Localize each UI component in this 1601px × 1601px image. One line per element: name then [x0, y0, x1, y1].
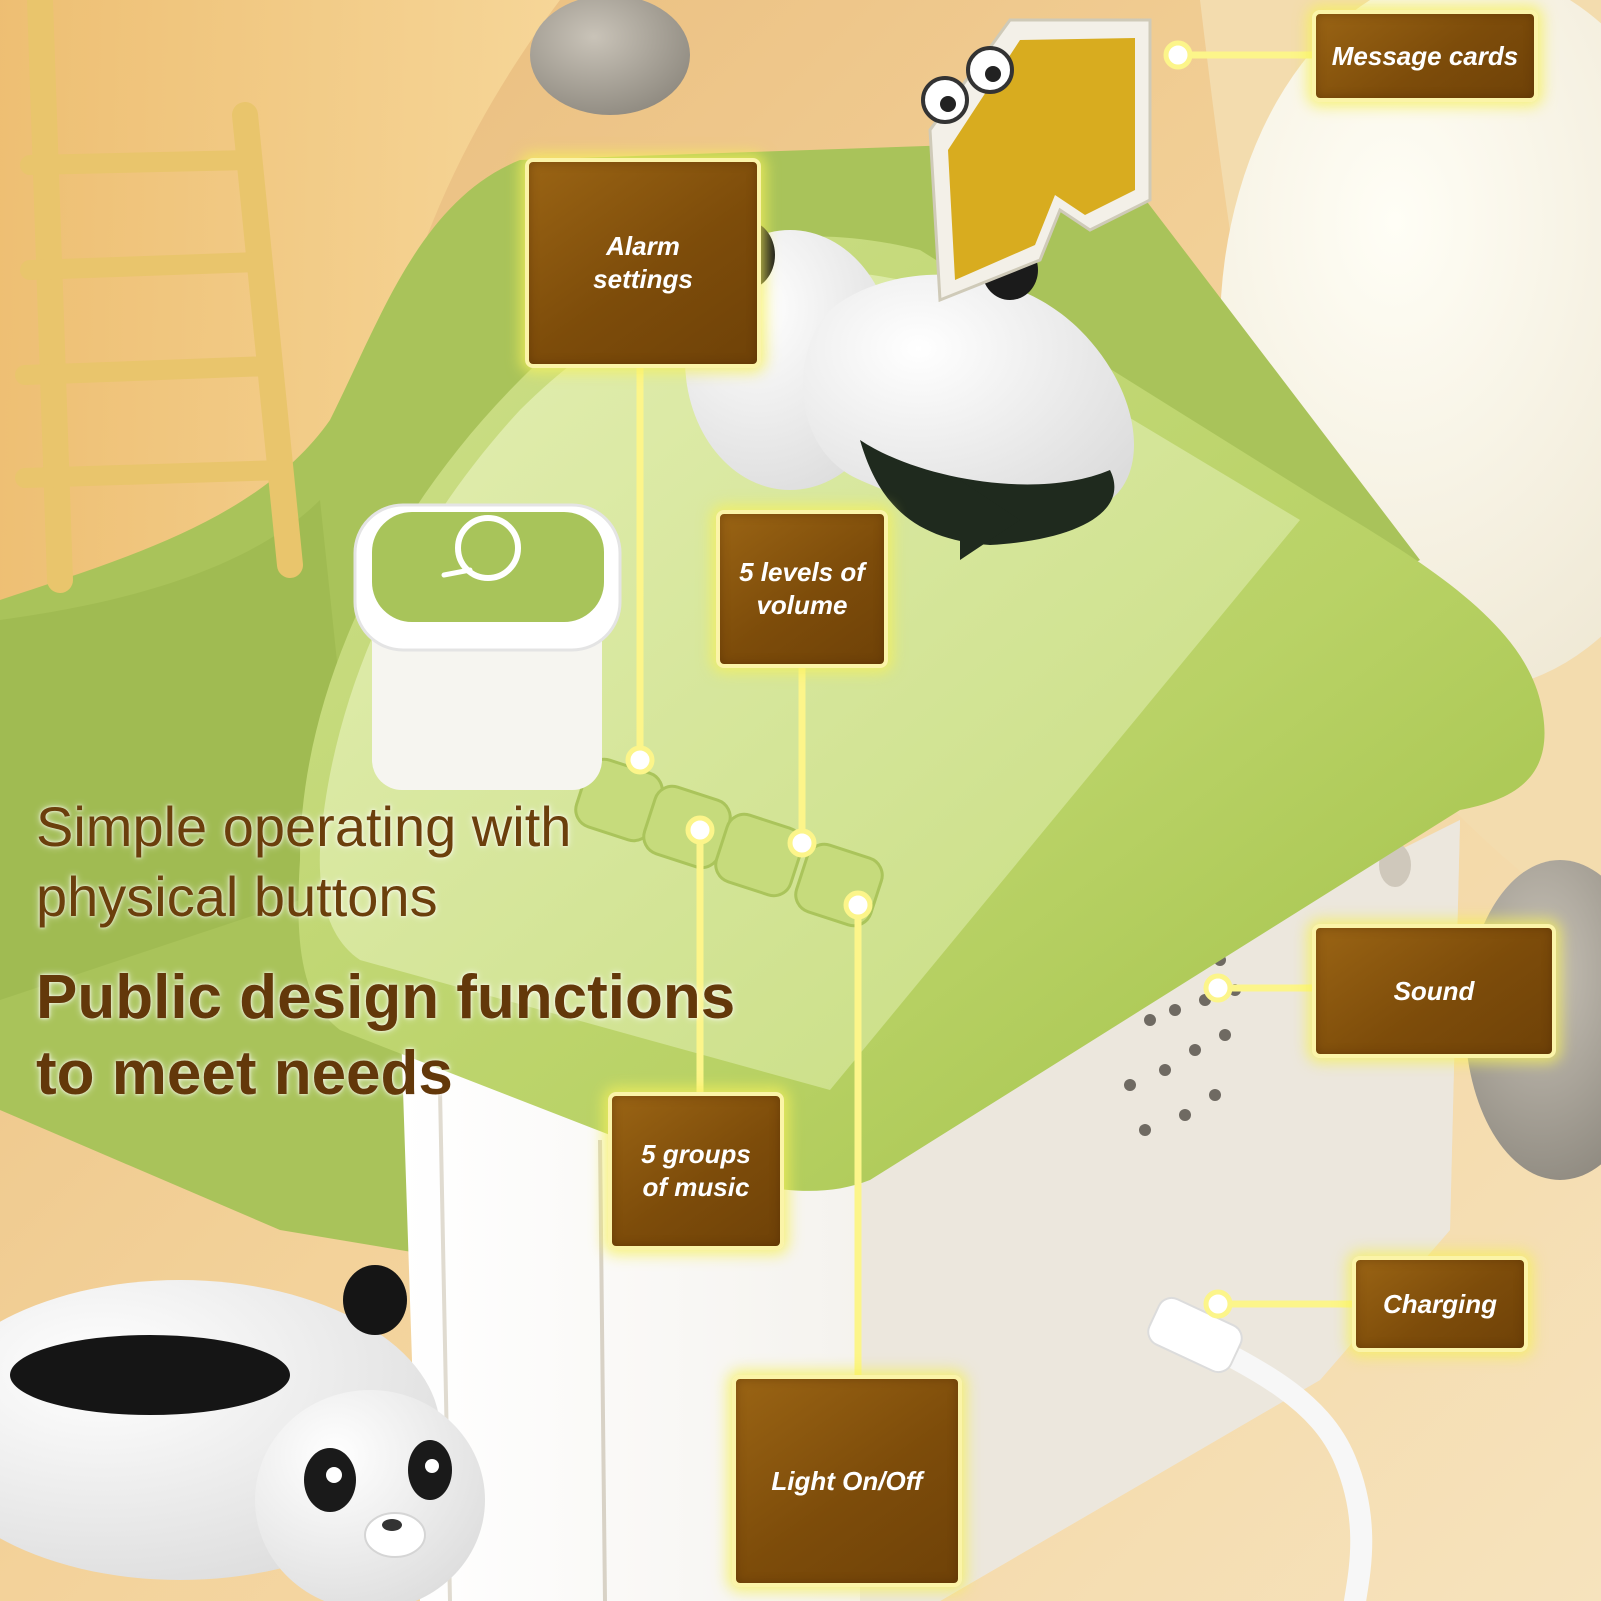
- device-body-side: [860, 820, 1460, 1601]
- callout-sound-text: Sound: [1393, 975, 1475, 1006]
- callout-alarm-settings: Alarm settings: [525, 158, 761, 368]
- callout-light-on-off: Light On/Off: [732, 1375, 962, 1587]
- message-card: [921, 18, 1152, 303]
- leader-lines: [636, 51, 1356, 1379]
- callout-volume-text: 5 levels of volume: [739, 557, 865, 620]
- bulb-icon: [455, 515, 521, 581]
- callout-music: 5 groups of music: [608, 1092, 784, 1250]
- button-strip: [574, 757, 884, 928]
- wooden-ladder: [15, 0, 303, 593]
- callout-volume: 5 levels of volume: [716, 510, 888, 668]
- callout-message-cards: Message cards: [1312, 10, 1538, 102]
- callout-message-cards-text: Message cards: [1331, 40, 1519, 71]
- body-seam: [598, 1139, 607, 1601]
- leader-dots: [625, 40, 1233, 1319]
- green-mat-shade: [0, 500, 360, 1000]
- callout-alarm-settings-text: Alarm settings: [593, 231, 693, 294]
- light-button: [353, 503, 622, 790]
- usb-plug: [1147, 1296, 1243, 1374]
- small-panda-toy: [0, 1265, 485, 1601]
- stone: [530, 0, 690, 115]
- callout-charging-text: Charging: [1382, 1288, 1498, 1319]
- usb-cable: [1169, 1319, 1373, 1601]
- callout-music-text: 5 groups of music: [641, 1139, 751, 1202]
- headline-simple-operating: Simple operating with physical buttons: [36, 795, 572, 928]
- callout-charging: Charging: [1352, 1256, 1528, 1352]
- callout-sound: Sound: [1312, 924, 1556, 1058]
- callout-light-on-off-text: Light On/Off: [771, 1465, 923, 1496]
- headline-public-design: Public design functions to meet needs: [36, 963, 736, 1108]
